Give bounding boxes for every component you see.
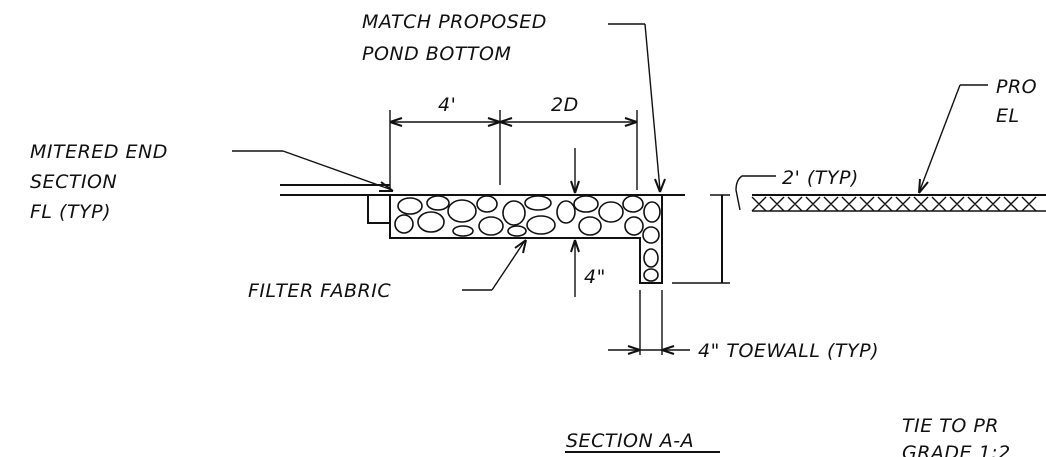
leader-match xyxy=(608,23,666,193)
section-title: SECTION A-A xyxy=(566,430,694,452)
label-tie-to: TIE TO PR xyxy=(902,415,999,437)
thickness-dim xyxy=(570,148,580,297)
label-dim-2d: 2D xyxy=(551,94,579,116)
label-mitered-end: MITERED END xyxy=(30,141,168,163)
label-pro: PRO xyxy=(996,76,1037,98)
label-filter-fabric: FILTER FABRIC xyxy=(248,280,391,302)
toewall-dim xyxy=(608,290,690,355)
label-2ft-typ: 2' (TYP) xyxy=(782,167,859,189)
dim-top xyxy=(389,110,638,190)
leader-mitered xyxy=(232,150,394,192)
label-section: SECTION xyxy=(30,171,117,193)
pipe xyxy=(280,184,390,224)
leader-filter xyxy=(462,239,527,291)
label-el: EL xyxy=(996,105,1020,127)
riprap-stones xyxy=(394,195,661,282)
label-pond-bottom: POND BOTTOM xyxy=(362,43,511,65)
label-dim-4in: 4" xyxy=(584,266,606,288)
ground-hatch xyxy=(751,196,1046,212)
bank-structure xyxy=(662,194,1046,284)
label-grade: GRADE 1:2 xyxy=(902,442,1011,457)
leader-pro xyxy=(918,84,988,194)
label-toewall: 4" TOEWALL (TYP) xyxy=(698,340,879,362)
leader-2ft xyxy=(735,175,776,211)
label-dim-4ft: 4' xyxy=(438,94,456,116)
label-fl-typ: FL (TYP) xyxy=(30,201,111,223)
label-match-proposed: MATCH PROPOSED xyxy=(362,11,547,33)
